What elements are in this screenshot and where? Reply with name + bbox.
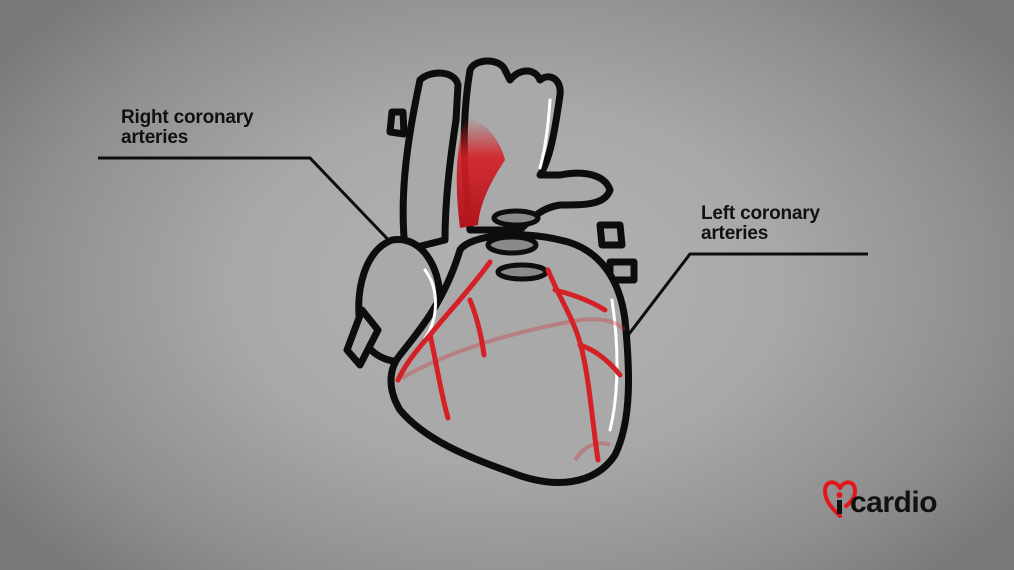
label-right-coronary-arteries: Right coronary arteries [121,107,254,148]
highlights [423,98,619,432]
coronary-arteries [395,259,623,463]
leader-line-left [598,252,868,373]
label-left-coronary-arteries: Left coronary arteries [701,204,820,244]
label-line-1: Left coronary [701,203,820,224]
logo-text: cardio [850,486,938,519]
heart-body [343,57,638,486]
valve-rings [485,208,549,282]
faint-arteries [400,317,627,462]
aorta-highlight [456,118,505,228]
label-line-1: Right coronary [121,107,254,128]
heart-i-icon [822,480,858,518]
label-line-2: arteries [701,223,769,244]
label-line-2: arteries [121,127,189,148]
icardio-logo: cardio [822,478,962,524]
